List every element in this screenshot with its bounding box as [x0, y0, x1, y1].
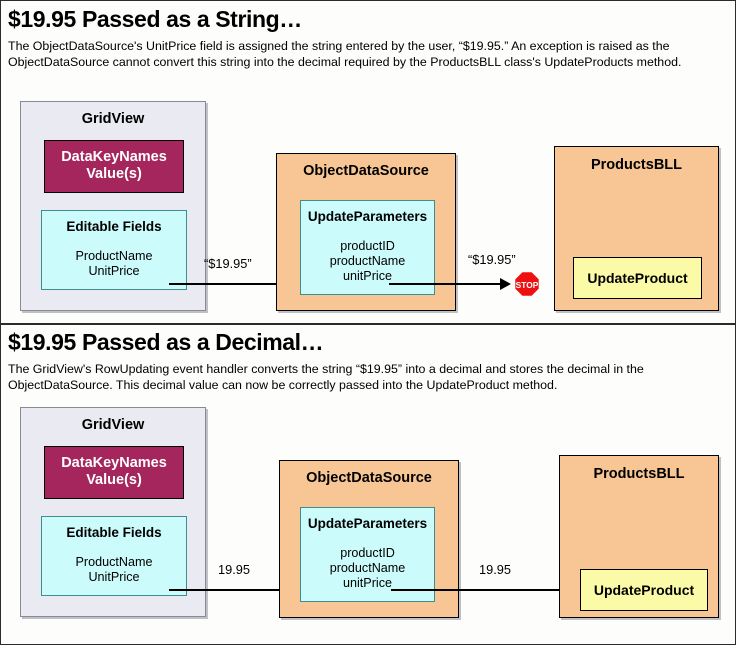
editable-fields-box-1: Editable Fields ProductName UnitPrice [41, 210, 187, 290]
arrow-label-ods-to-bll-1: “$19.95” [468, 252, 516, 267]
updateparameters-title-1: UpdateParameters [307, 209, 428, 224]
updateproduct-label-2: UpdateProduct [593, 582, 695, 598]
section-1-title: $19.95 Passed as a String… [8, 6, 302, 32]
section-string-case: $19.95 Passed as a String… The ObjectDat… [1, 1, 735, 323]
updateparameters-list-1: productID productName unitPrice [329, 239, 406, 283]
datakeynames-line1: DataKeyNames [61, 149, 167, 165]
updateproduct-box-2: UpdateProduct [580, 569, 708, 611]
updateparameters-list-2: productID productName unitPrice [329, 546, 406, 590]
arrow-head-ods-to-bll-1 [500, 278, 511, 290]
arrow-line-ods-to-bll-1 [389, 283, 504, 285]
stop-sign-icon: STOP [514, 271, 540, 297]
gridview-title-2: GridView [81, 417, 145, 433]
arrow-label-gridview-to-ods-2: 19.95 [218, 562, 251, 577]
section-decimal-case: $19.95 Passed as a Decimal… The GridView… [1, 325, 735, 644]
productsbll-box-1: ProductsBLL UpdateProduct [554, 146, 719, 311]
datakeynames-line1-2: DataKeyNames [61, 455, 167, 471]
objectdatasource-title-2: ObjectDataSource [306, 470, 432, 486]
updateproduct-label-1: UpdateProduct [587, 270, 688, 286]
updateparameters-box-1: UpdateParameters productID productName u… [300, 200, 435, 295]
stop-sign-text: STOP [516, 280, 539, 290]
editable-fields-title-1: Editable Fields [66, 219, 162, 234]
productsbll-box-2: ProductsBLL UpdateProduct [559, 455, 719, 618]
productsbll-title-2: ProductsBLL [593, 466, 685, 482]
objectdatasource-box-1: ObjectDataSource UpdateParameters produc… [276, 153, 456, 311]
arrow-label-gridview-to-ods-1: “$19.95” [204, 256, 252, 271]
section-2-description: The GridView's RowUpdating event handler… [8, 362, 644, 392]
arrow-label-ods-to-bll-2: 19.95 [479, 562, 512, 577]
editable-fields-title-2: Editable Fields [66, 525, 162, 540]
section-2-title: $19.95 Passed as a Decimal… [8, 329, 324, 355]
updateparameters-title-2: UpdateParameters [307, 516, 428, 531]
gridview-title-1: GridView [81, 111, 145, 127]
productsbll-title-1: ProductsBLL [590, 157, 683, 173]
section-1-description: The ObjectDataSource's UnitPrice field i… [8, 39, 682, 69]
editable-fields-list-1: ProductName UnitPrice [75, 249, 153, 278]
editable-fields-list-2: ProductName UnitPrice [75, 555, 153, 584]
datakeynames-line2-2: Value(s) [86, 472, 142, 488]
updateparameters-box-2: UpdateParameters productID productName u… [300, 507, 435, 602]
updateproduct-box-1: UpdateProduct [573, 257, 702, 299]
section-divider [1, 323, 735, 325]
objectdatasource-box-2: ObjectDataSource UpdateParameters produc… [279, 460, 459, 618]
objectdatasource-title-1: ObjectDataSource [303, 163, 429, 179]
editable-fields-box-2: Editable Fields ProductName UnitPrice [41, 516, 187, 596]
arrow-line-ods-to-bll-2 [391, 589, 568, 591]
datakeynames-line2: Value(s) [86, 166, 142, 182]
